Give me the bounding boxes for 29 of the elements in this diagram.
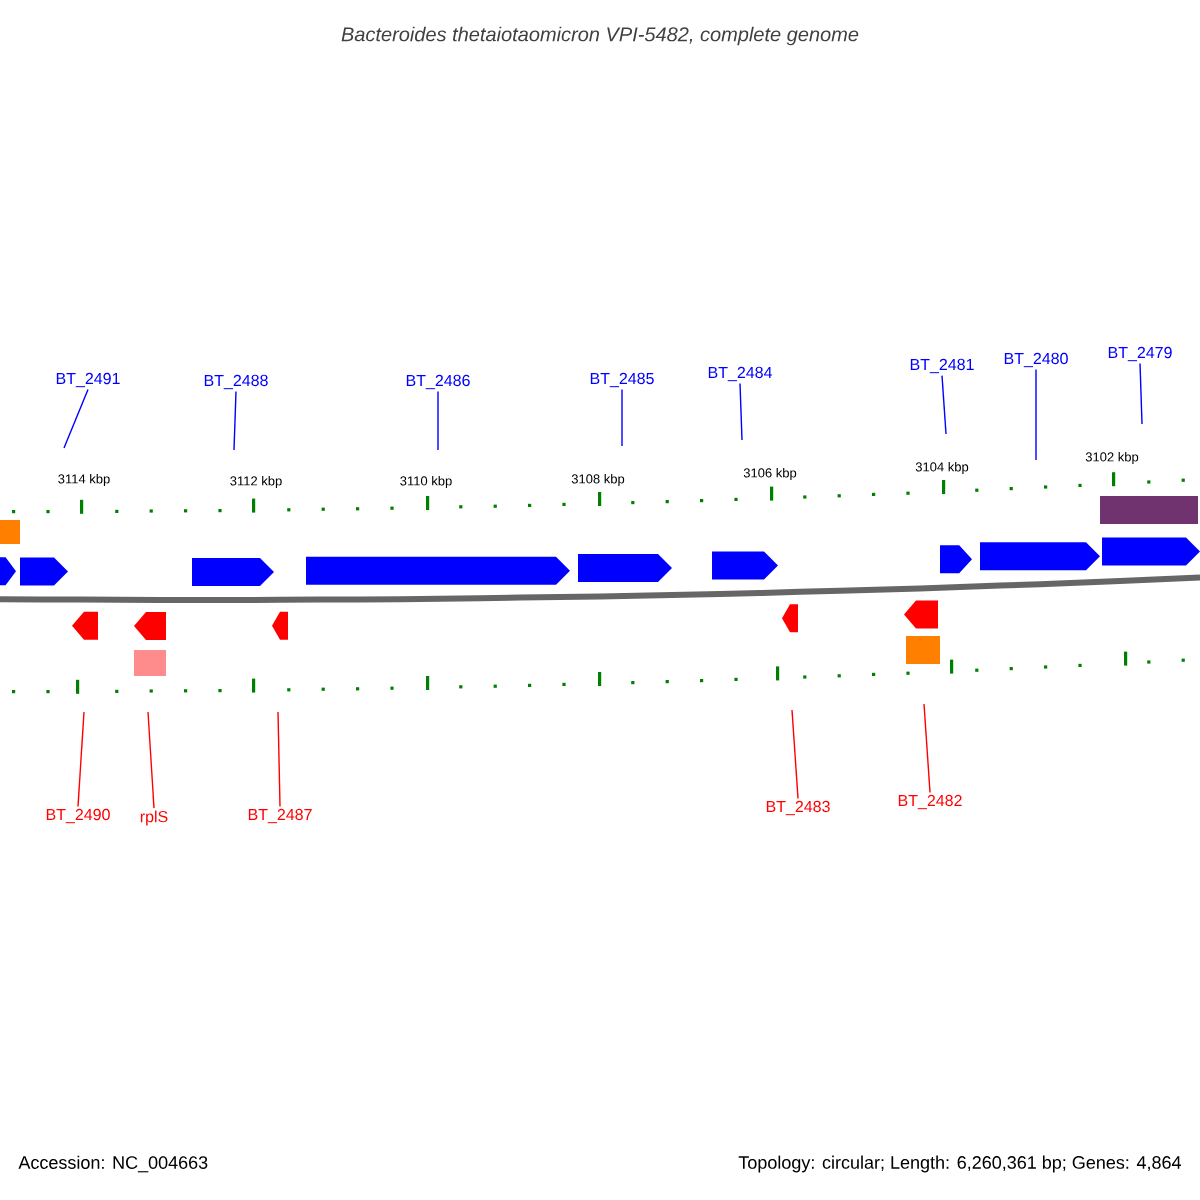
leader-line (233, 390, 237, 451)
gene-label: BT_2483 (766, 800, 830, 816)
gene-label: BT_2488 (204, 374, 268, 390)
leader-line (1035, 368, 1037, 461)
leader-line (739, 382, 743, 441)
leader-line (77, 711, 85, 808)
leader-line (147, 711, 155, 809)
gene-label: BT_2485 (590, 372, 654, 388)
gene-label: BT_2490 (46, 808, 110, 824)
leader-line (791, 709, 799, 800)
gene-label: BT_2491 (56, 372, 120, 388)
gene-label: rplS (140, 810, 168, 826)
gene-label: BT_2486 (406, 374, 470, 390)
leader-line (923, 703, 931, 794)
title: Bacteroides thetaiotaomicron VPI-5482, complete genome (341, 26, 859, 46)
gene-label: BT_2484 (708, 366, 772, 382)
leader-line (437, 390, 439, 451)
leader-line (621, 388, 623, 447)
footer-text: Accession: NC_004663 (18, 1155, 208, 1173)
leader-line (941, 374, 947, 435)
gene-label: BT_2487 (248, 808, 312, 824)
gene-label: BT_2481 (910, 358, 974, 374)
gene-label: BT_2482 (898, 794, 962, 810)
leader-line (63, 388, 89, 449)
footer-text: Topology: circular; Length: 6,260,361 bp; Genes: 4,864 (738, 1155, 1181, 1173)
leader-line (1139, 362, 1143, 425)
leader-line (277, 711, 281, 808)
gene-label: BT_2480 (1004, 352, 1068, 368)
gene-label: BT_2479 (1108, 346, 1172, 362)
